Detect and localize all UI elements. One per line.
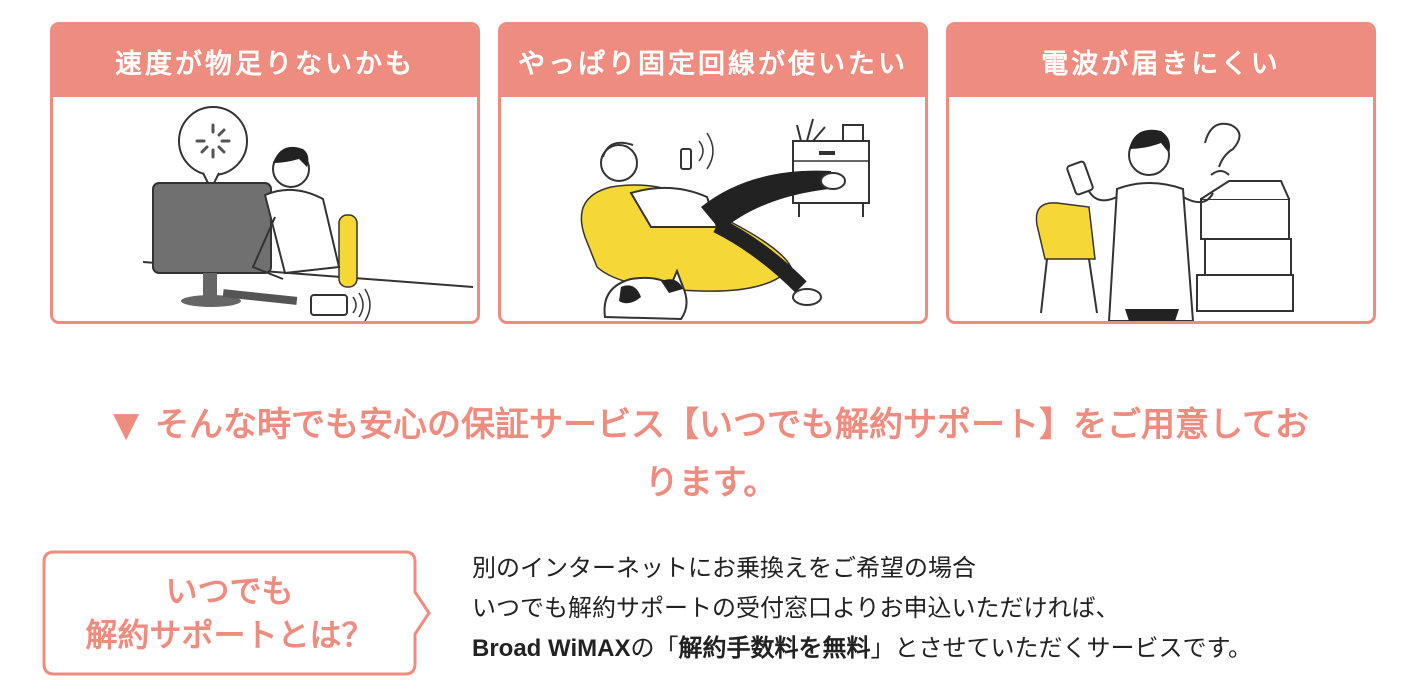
man-with-phone-confused-illustration (949, 97, 1373, 321)
down-triangle-icon: ▼ (113, 405, 140, 445)
description-line-3-post: 」とさせていただくサービスです。 (870, 634, 1253, 662)
headline-line-2: ります。 (644, 463, 778, 503)
card-title: やっぱり固定回線が使いたい (501, 25, 925, 97)
speech-bubble-shape (42, 550, 431, 676)
what-is-support-bubble: いつでも 解約サポートとは？ (42, 550, 432, 676)
headline-line-1: そんな時でも安心の保証サービス【いつでも解約サポート】をご用意してお (155, 405, 1309, 445)
woman-on-beanbag-with-cat-illustration (501, 97, 925, 321)
card-weak-signal: 電波が届きにくい (946, 22, 1376, 324)
guarantee-headline: ▼ そんな時でも安心の保証サービス【いつでも解約サポート】をご用意してお ります… (30, 396, 1392, 512)
description-line-2: いつでも解約サポートの受付窓口よりお申込いただければ、 (472, 594, 1120, 622)
man-at-computer-loading-illustration (53, 97, 477, 321)
bubble-line-2: 解約サポートとは？ (85, 616, 374, 654)
card-slow-speed: 速度が物足りないかも (50, 22, 480, 324)
support-description: 別のインターネットにお乗換えをご希望の場合 いつでも解約サポートの受付窓口よりお… (472, 548, 1392, 669)
description-line-3: Broad WiMAXの「解約手数料を無料」とさせていただくサービスです。 (472, 628, 1392, 669)
reason-cards: 速度が物足りないかも (50, 22, 1376, 324)
card-fixed-line: やっぱり固定回線が使いたい (498, 22, 928, 324)
card-title: 電波が届きにくい (949, 25, 1373, 97)
description-line-1: 別のインターネットにお乗換えをご希望の場合 (472, 554, 976, 582)
description-line-3-pre: の「 (630, 634, 679, 662)
bubble-line-1: いつでも (165, 572, 294, 610)
card-title: 速度が物足りないかも (53, 25, 477, 97)
brand-name: Broad WiMAX (472, 635, 631, 662)
free-cancellation-emphasis: 解約手数料を無料 (678, 634, 871, 662)
